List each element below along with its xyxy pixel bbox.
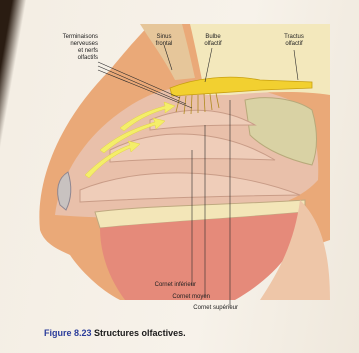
label-cornet-moyen: Cornet moyen bbox=[150, 294, 210, 301]
label-bulbe-olfactif: Bulbe olfactif bbox=[195, 34, 231, 48]
label-sinus-frontal: Sinus frontal bbox=[146, 34, 182, 48]
label-cornet-inferieur: Cornet inférieur bbox=[132, 282, 196, 289]
label-terminaisons-nerveuses: Terminaisons nerveuses et nerfs olfactif… bbox=[40, 34, 98, 62]
label-cornet-superieur: Cornet supérieur bbox=[172, 305, 238, 312]
label-tractus-olfactif: Tractus olfactif bbox=[276, 34, 312, 48]
figure-title: Structures olfactives. bbox=[94, 328, 186, 338]
figure-caption: Figure 8.23 Structures olfactives. bbox=[44, 328, 186, 338]
figure-number: Figure 8.23 bbox=[44, 328, 92, 338]
